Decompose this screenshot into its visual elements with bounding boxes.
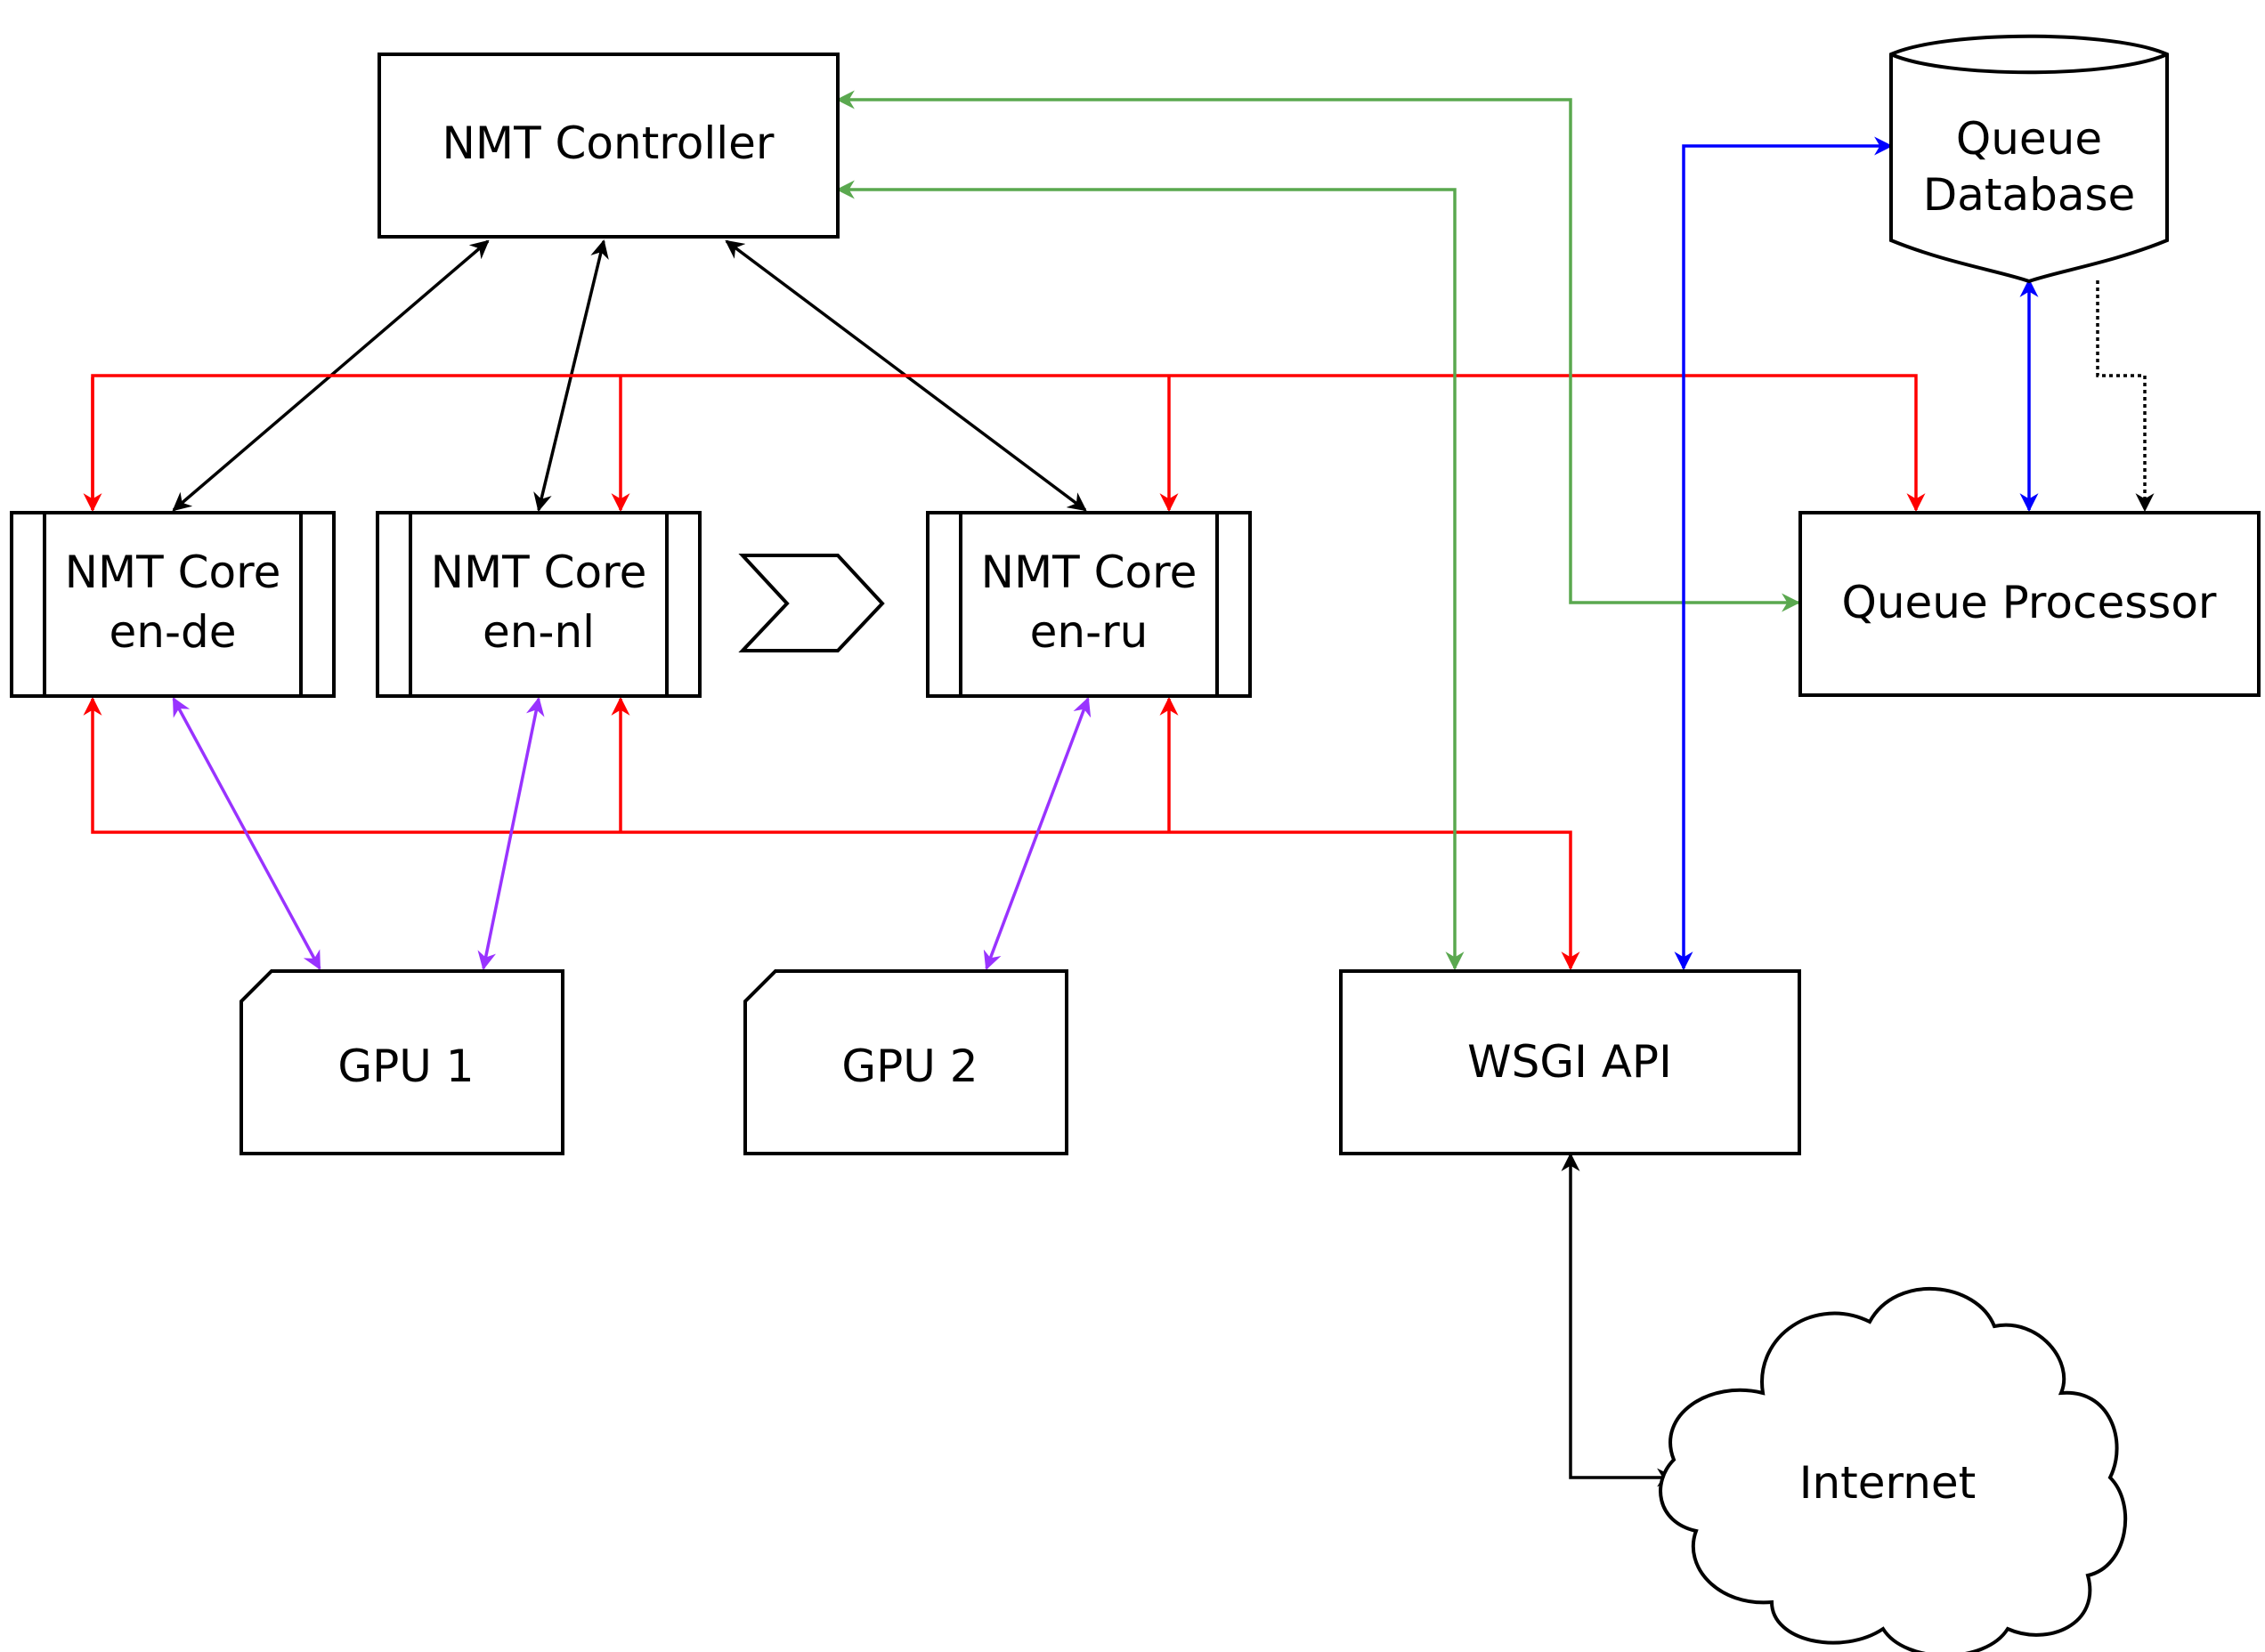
edge-blue-wsgi-queue-db xyxy=(1674,136,1894,971)
internet-node: Internet xyxy=(1659,1286,2128,1652)
edge-purple-en-ru-gpu2 xyxy=(983,697,1092,970)
nmt-core-en-nl-lang: en-nl xyxy=(483,606,595,658)
nmt-core-en-ru-node: NMT Core en-ru xyxy=(926,511,1252,698)
gpu2-label: GPU 2 xyxy=(841,1041,978,1092)
queue-processor-label: Queue Processor xyxy=(1842,577,2217,628)
nmt-core-en-ru-lang: en-ru xyxy=(1030,606,1149,658)
queue-processor-node: Queue Processor xyxy=(1798,511,2261,697)
edge-purple-en-de-gpu1 xyxy=(172,697,321,970)
nmt-controller-label: NMT Controller xyxy=(442,117,775,169)
edge-wsgi-internet xyxy=(1561,1152,1676,1487)
edge-green-controller-wsgi xyxy=(835,180,1465,971)
gpu1-label: GPU 1 xyxy=(337,1041,474,1092)
nmt-controller-node: NMT Controller xyxy=(378,53,840,239)
edge-red-top-bus xyxy=(91,374,1926,513)
nmt-core-en-de-lang: en-de xyxy=(110,606,237,658)
internet-label: Internet xyxy=(1799,1457,1977,1509)
queue-database-line1: Queue xyxy=(1956,113,2102,165)
nmt-core-en-de-title: NMT Core xyxy=(65,547,281,598)
edge-dotted-db-processor xyxy=(2096,280,2155,513)
nmt-core-en-ru-title: NMT Core xyxy=(981,547,1197,598)
queue-database-line2: Database xyxy=(1923,169,2136,221)
wsgi-api-label: WSGI API xyxy=(1467,1036,1672,1088)
continuation-chevron-icon xyxy=(738,554,885,652)
edge-purple-en-nl-gpu1 xyxy=(477,696,545,971)
nmt-core-en-de-node: NMT Core en-de xyxy=(10,511,336,698)
gpu2-node: GPU 2 xyxy=(743,969,1068,1155)
wsgi-api-node: WSGI API xyxy=(1339,969,1801,1155)
nmt-core-en-nl-title: NMT Core xyxy=(431,547,647,598)
nmt-core-en-nl-node: NMT Core en-nl xyxy=(376,511,702,698)
gpu1-node: GPU 1 xyxy=(239,969,564,1155)
queue-database-node: Queue Database xyxy=(1889,34,2169,284)
edge-red-bottom-bus xyxy=(83,696,1580,971)
